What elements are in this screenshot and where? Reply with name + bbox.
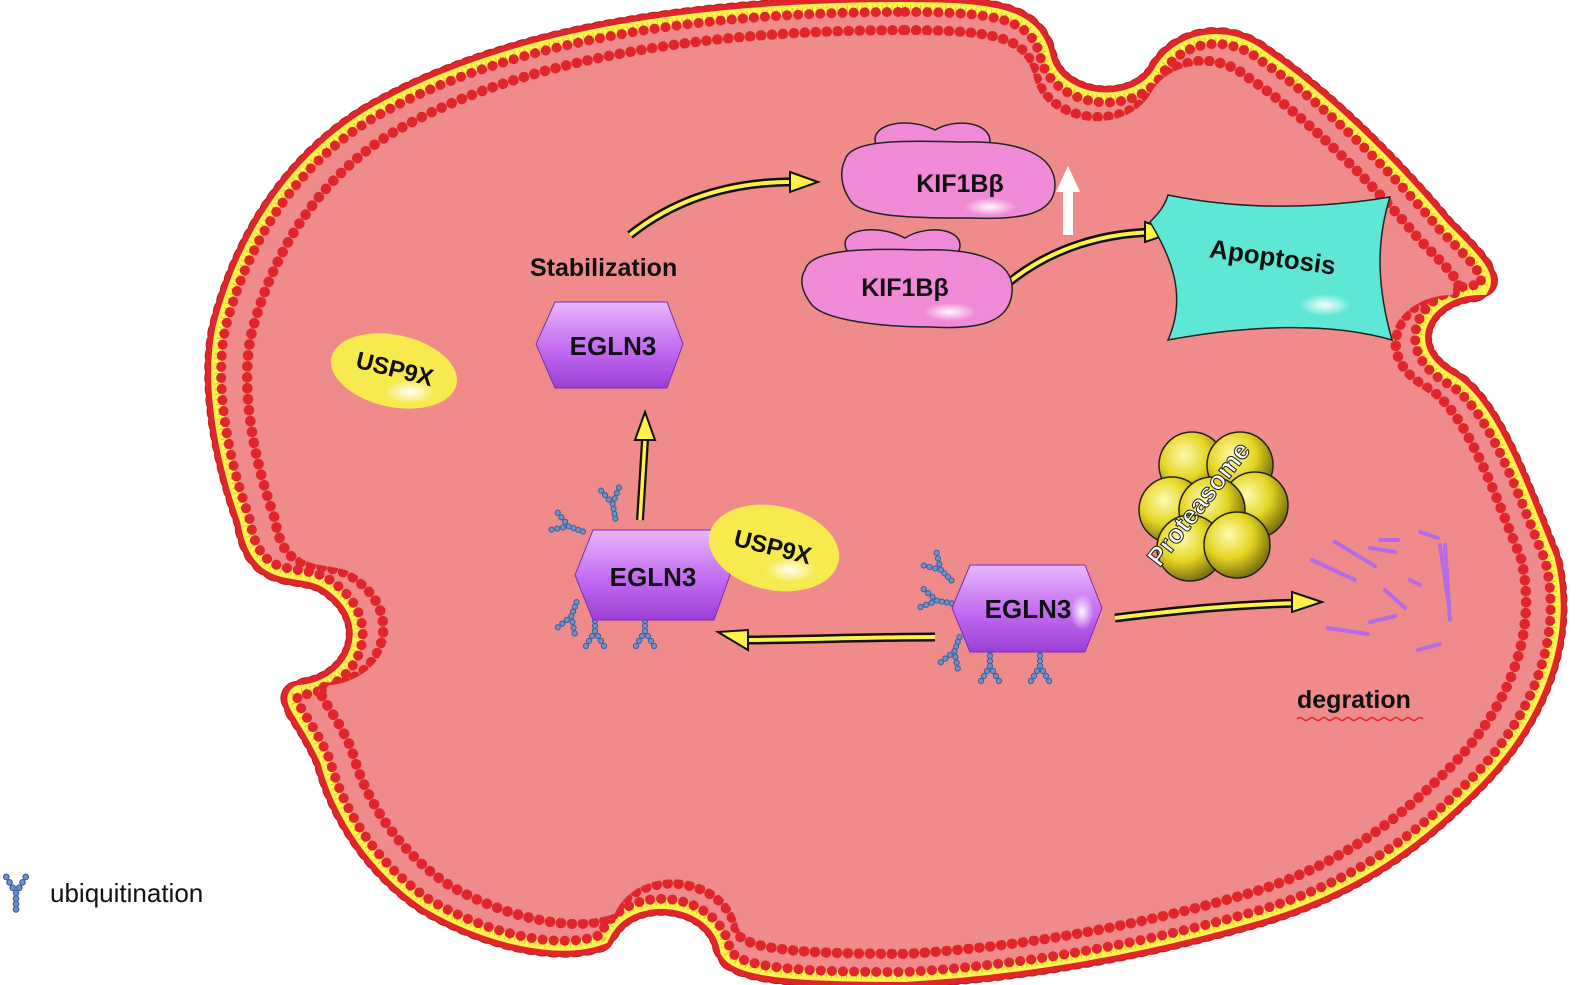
egln3-protein-stabilized: EGLN3 bbox=[535, 301, 684, 389]
apoptosis-cell: Apoptosis bbox=[1149, 194, 1394, 342]
arrow-deubiquitination-up bbox=[633, 409, 657, 521]
egln3-label-top: EGLN3 bbox=[570, 331, 657, 361]
egln3-protein-ubiquitinated-right: EGLN3 bbox=[917, 548, 1103, 685]
egln3-protein-ubiquitinated-left: EGLN3 bbox=[547, 484, 731, 650]
degradation-label: degration bbox=[1297, 686, 1411, 714]
egln3-label-left: EGLN3 bbox=[610, 562, 697, 592]
kif1bb-label-top: KIF1Bβ bbox=[916, 170, 1004, 198]
ubiquitin-legend-icon bbox=[2, 873, 30, 913]
egln3-label-right: EGLN3 bbox=[985, 594, 1072, 624]
usp9x-protein-bound: USP9X bbox=[708, 504, 840, 592]
degradation-label-group: degration bbox=[1296, 686, 1424, 722]
stabilization-label: Stabilization bbox=[530, 254, 677, 282]
arrow-ubiquitinated-to-left bbox=[714, 628, 936, 652]
legend: ubiquitination bbox=[2, 873, 203, 913]
arrow-increase-up bbox=[1056, 166, 1080, 235]
kif1bb-protein-bottom: KIF1Bβ bbox=[801, 228, 1013, 329]
kif1bb-protein-top: KIF1Bβ bbox=[840, 122, 1056, 220]
proteasome: Proteasome bbox=[1138, 431, 1289, 582]
kif1bb-label-bottom: KIF1Bβ bbox=[861, 274, 949, 302]
arrow-to-degradation bbox=[1114, 590, 1326, 623]
spellcheck-underline bbox=[1296, 716, 1424, 722]
usp9x-protein-free: USP9X bbox=[330, 333, 458, 409]
degraded-fragments bbox=[1310, 530, 1452, 652]
arrow-stabilization-to-kif1bb bbox=[627, 170, 821, 239]
ubiquitination-legend-label: ubiquitination bbox=[50, 878, 203, 908]
